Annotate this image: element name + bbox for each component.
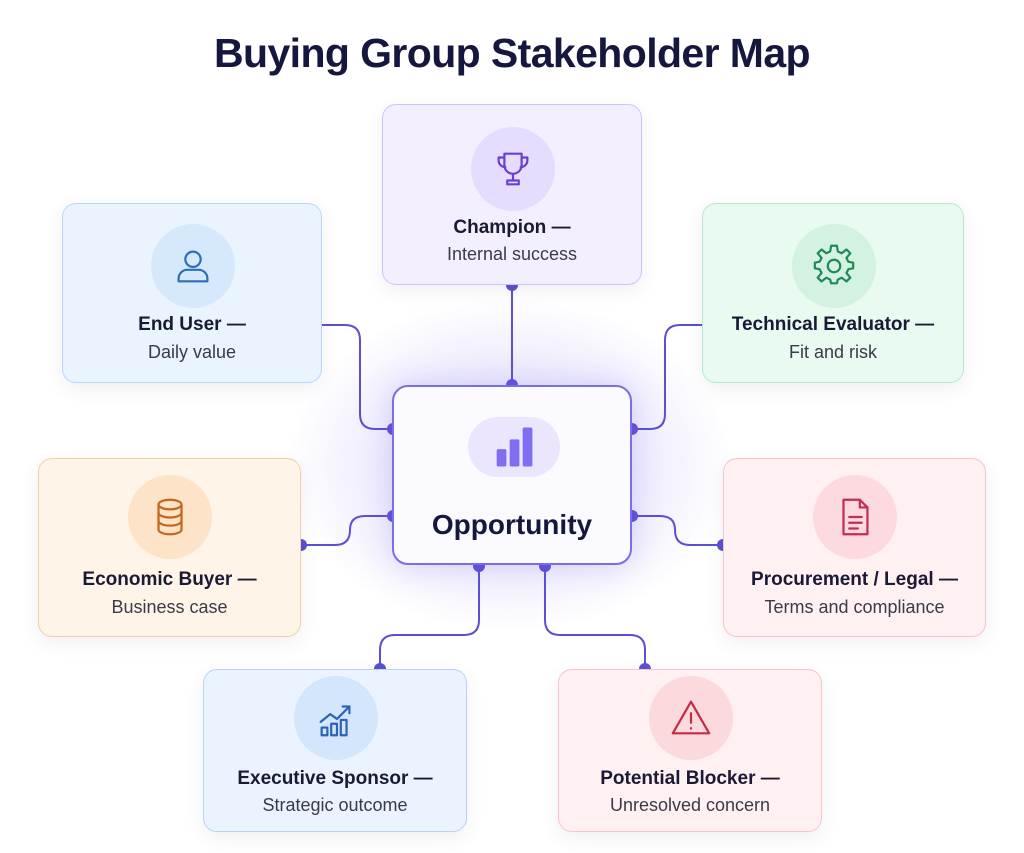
stakeholder-title: Executive Sponsor —: [237, 768, 433, 789]
stakeholder-title: Procurement / Legal —: [751, 569, 958, 590]
connector-executive-sponsor: [379, 566, 480, 669]
stakeholder-subtitle: Daily value: [147, 342, 237, 362]
connector-potential-blocker: [544, 566, 646, 669]
user-icon: [151, 224, 235, 308]
opportunity-node: Opportunity: [392, 385, 632, 565]
growth-chart-icon: [294, 676, 378, 760]
stakeholder-card-technical-evaluator: Technical Evaluator — Fit and risk: [702, 203, 964, 383]
stakeholder-subtitle: Terms and compliance: [764, 597, 945, 617]
page-title: Buying Group Stakeholder Map: [214, 30, 811, 76]
stakeholder-card-end-user: End User — Daily value: [62, 203, 322, 383]
coin-stack-icon: [128, 475, 212, 559]
stakeholder-subtitle: Unresolved concern: [609, 795, 771, 815]
stakeholder-subtitle: Business case: [111, 597, 228, 617]
stakeholder-title: Economic Buyer —: [82, 569, 257, 590]
stakeholder-title: Champion —: [453, 217, 571, 238]
stakeholder-subtitle: Internal success: [446, 244, 578, 264]
stakeholder-title: Potential Blocker —: [600, 768, 780, 789]
stakeholder-title: Technical Evaluator —: [731, 314, 935, 335]
stakeholder-subtitle: Fit and risk: [788, 342, 878, 362]
connector-technical-evaluator: [632, 324, 702, 430]
gear-icon: [792, 224, 876, 308]
stakeholder-card-procurement-legal: Procurement / Legal — Terms and complian…: [723, 458, 986, 637]
stakeholder-card-champion: Champion — Internal success: [382, 104, 642, 285]
stakeholder-title: End User —: [138, 314, 246, 335]
stakeholder-card-potential-blocker: Potential Blocker — Unresolved concern: [558, 669, 822, 832]
stakeholder-card-economic-buyer: Economic Buyer — Business case: [38, 458, 301, 637]
document-icon: [813, 475, 897, 559]
connector-end-user: [322, 324, 393, 430]
connector-procurement-legal: [632, 515, 723, 546]
connector-economic-buyer: [301, 515, 393, 546]
opportunity-label: Opportunity: [431, 509, 593, 540]
stakeholder-card-executive-sponsor: Executive Sponsor — Strategic outcome: [203, 669, 467, 832]
trophy-icon: [471, 127, 555, 211]
warning-icon: [649, 676, 733, 760]
bar-chart-icon: [468, 417, 560, 477]
stakeholder-subtitle: Strategic outcome: [262, 795, 408, 815]
